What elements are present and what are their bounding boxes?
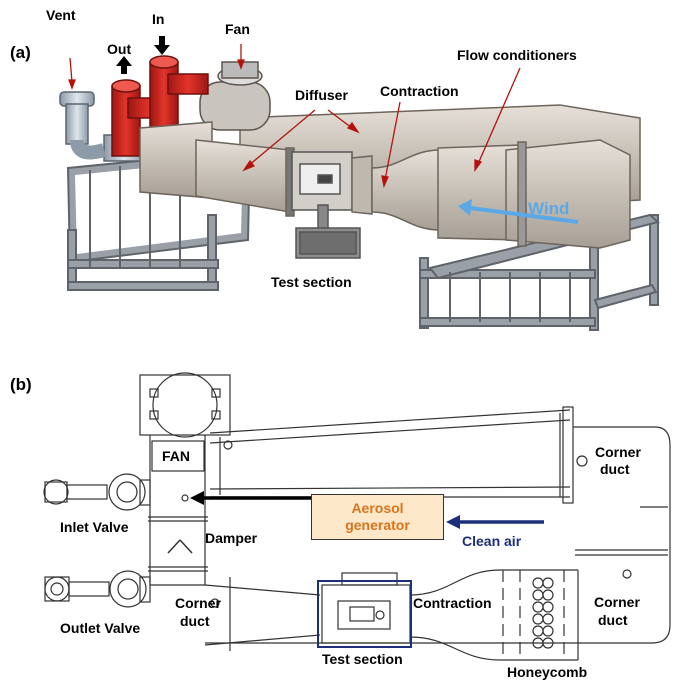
corner-marker-1 <box>223 440 233 450</box>
in-out-arrows <box>116 36 170 74</box>
red-valve-pipes <box>111 55 209 157</box>
panel-a-tag: (a) <box>10 43 31 62</box>
label-in: In <box>152 11 165 27</box>
test-section-box <box>291 151 361 259</box>
label-fan-b: FAN <box>162 448 190 464</box>
leader-lines <box>68 44 521 189</box>
aerosol-feed-arrow <box>190 491 311 505</box>
aerosol-label-2: generator <box>345 517 410 533</box>
flow-conditioners-section <box>437 139 631 249</box>
label-corner-duct-right-1: Corner <box>594 594 640 610</box>
test-section-highlight <box>317 580 412 648</box>
label-inlet-valve: Inlet Valve <box>60 519 129 535</box>
wind-arrow <box>458 199 579 224</box>
wind-tunnel-schematic <box>43 372 671 661</box>
label-corner-duct-top-2: duct <box>600 461 630 477</box>
label-fan: Fan <box>225 21 250 37</box>
label-damper: Damper <box>205 530 258 546</box>
label-test-section-b: Test section <box>322 651 403 667</box>
wind-tunnel-3d-drawing <box>59 36 661 331</box>
honeycomb-grid <box>502 570 565 660</box>
fan-housing <box>199 61 271 131</box>
clean-air-arrow <box>446 515 544 529</box>
corner-marker-3 <box>622 569 632 579</box>
panel-b-tag: (b) <box>10 375 32 394</box>
panel-b-schematic: (b) FAN Corner duct Inlet Valve Damper A… <box>0 345 685 689</box>
label-diffuser: Diffuser <box>295 87 348 103</box>
outlet-valve <box>44 570 151 608</box>
aerosol-label-1: Aerosol <box>351 500 404 517</box>
label-corner-duct-left-2: duct <box>180 613 210 629</box>
label-vent: Vent <box>46 7 76 23</box>
fan-unit <box>139 372 231 438</box>
corner-marker-4 <box>210 598 220 608</box>
corner-marker-2 <box>576 455 588 467</box>
label-outlet-valve: Outlet Valve <box>60 620 141 636</box>
label-honeycomb: Honeycomb <box>507 664 588 680</box>
aerosol-generator-box: Aerosol generator <box>311 494 444 540</box>
label-wind: Wind <box>528 199 570 218</box>
label-test-section-a: Test section <box>271 274 352 290</box>
damper-symbol <box>167 539 193 554</box>
label-corner-duct-top-1: Corner <box>595 444 641 460</box>
panel-a-3d-rendering: (a) Vent Out In Fan Diffuser Contraction… <box>10 7 661 331</box>
circuit-outline <box>148 406 671 661</box>
test-section-schematic <box>321 572 411 644</box>
label-clean-air: Clean air <box>462 533 522 549</box>
inlet-valve <box>43 473 151 511</box>
label-out: Out <box>107 41 132 57</box>
fan-box <box>151 440 205 472</box>
label-corner-duct-right-2: duct <box>598 612 628 628</box>
label-corner-duct-left-1: Corner <box>175 595 221 611</box>
contraction-section <box>351 149 441 231</box>
diffuser-front <box>139 121 295 217</box>
label-contraction-b: Contraction <box>413 595 492 611</box>
label-contraction: Contraction <box>380 83 459 99</box>
aerosol-port <box>181 494 189 502</box>
label-flow-conditioners: Flow conditioners <box>457 47 577 63</box>
